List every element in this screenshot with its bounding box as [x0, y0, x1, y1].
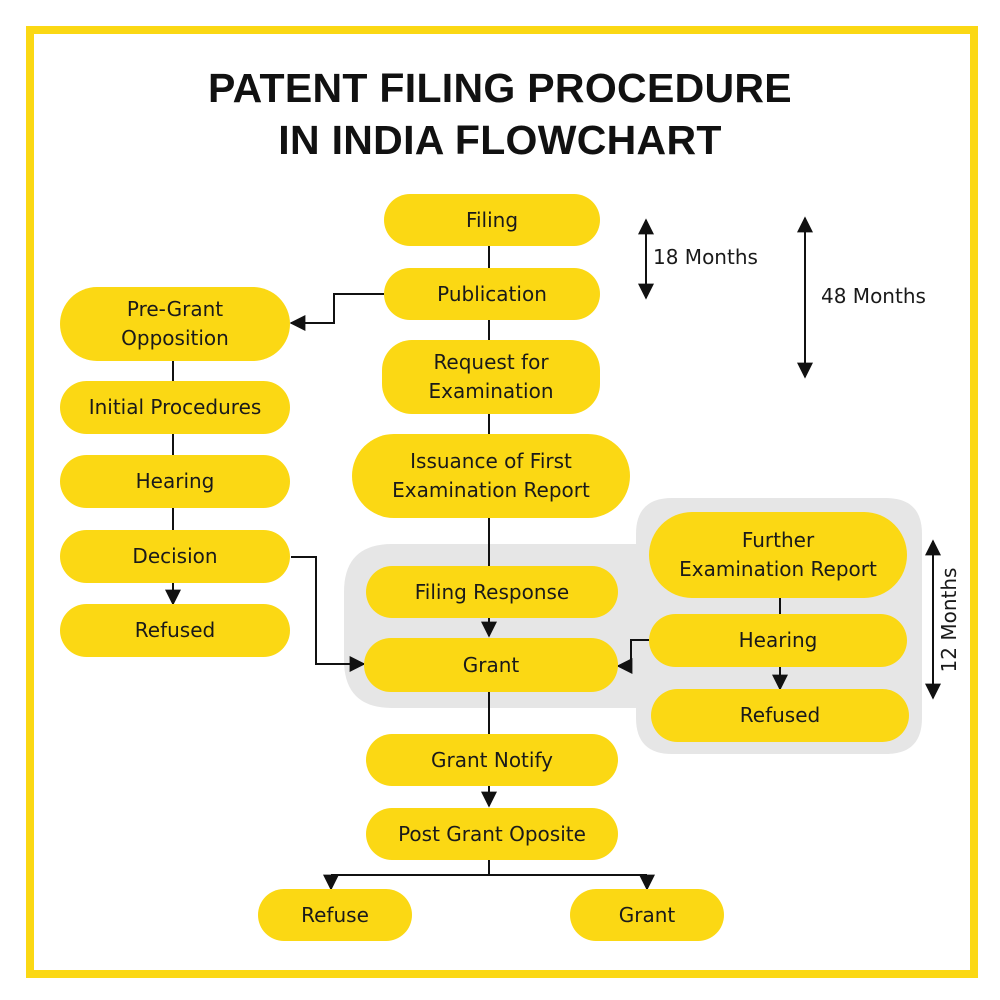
- label-12-months: 12 Months: [937, 568, 961, 673]
- node-filing: Filing: [384, 194, 600, 246]
- node-initial-procedures: Initial Procedures: [60, 381, 290, 434]
- node-refuse: Refuse: [258, 889, 412, 941]
- node-final-grant: Grant: [570, 889, 724, 941]
- node-further-hearing: Hearing: [649, 614, 907, 667]
- node-publication: Publication: [384, 268, 600, 320]
- node-further-refused: Refused: [651, 689, 909, 742]
- node-decision: Decision: [60, 530, 290, 583]
- label-48-months: 48 Months: [821, 284, 926, 308]
- node-filing-response: Filing Response: [366, 566, 618, 618]
- node-post-grant-opposition: Post Grant Oposite: [366, 808, 618, 860]
- node-request-for-examination: Request for Examination: [382, 340, 600, 414]
- node-pre-grant-opposition: Pre-Grant Opposition: [60, 287, 290, 361]
- node-further-examination-report: Further Examination Report: [649, 512, 907, 598]
- node-grant-notify: Grant Notify: [366, 734, 618, 786]
- node-pre-grant-hearing: Hearing: [60, 455, 290, 508]
- label-18-months: 18 Months: [653, 245, 758, 269]
- node-first-examination-report: Issuance of First Examination Report: [352, 434, 630, 518]
- node-pre-grant-refused: Refused: [60, 604, 290, 657]
- node-grant: Grant: [364, 638, 618, 692]
